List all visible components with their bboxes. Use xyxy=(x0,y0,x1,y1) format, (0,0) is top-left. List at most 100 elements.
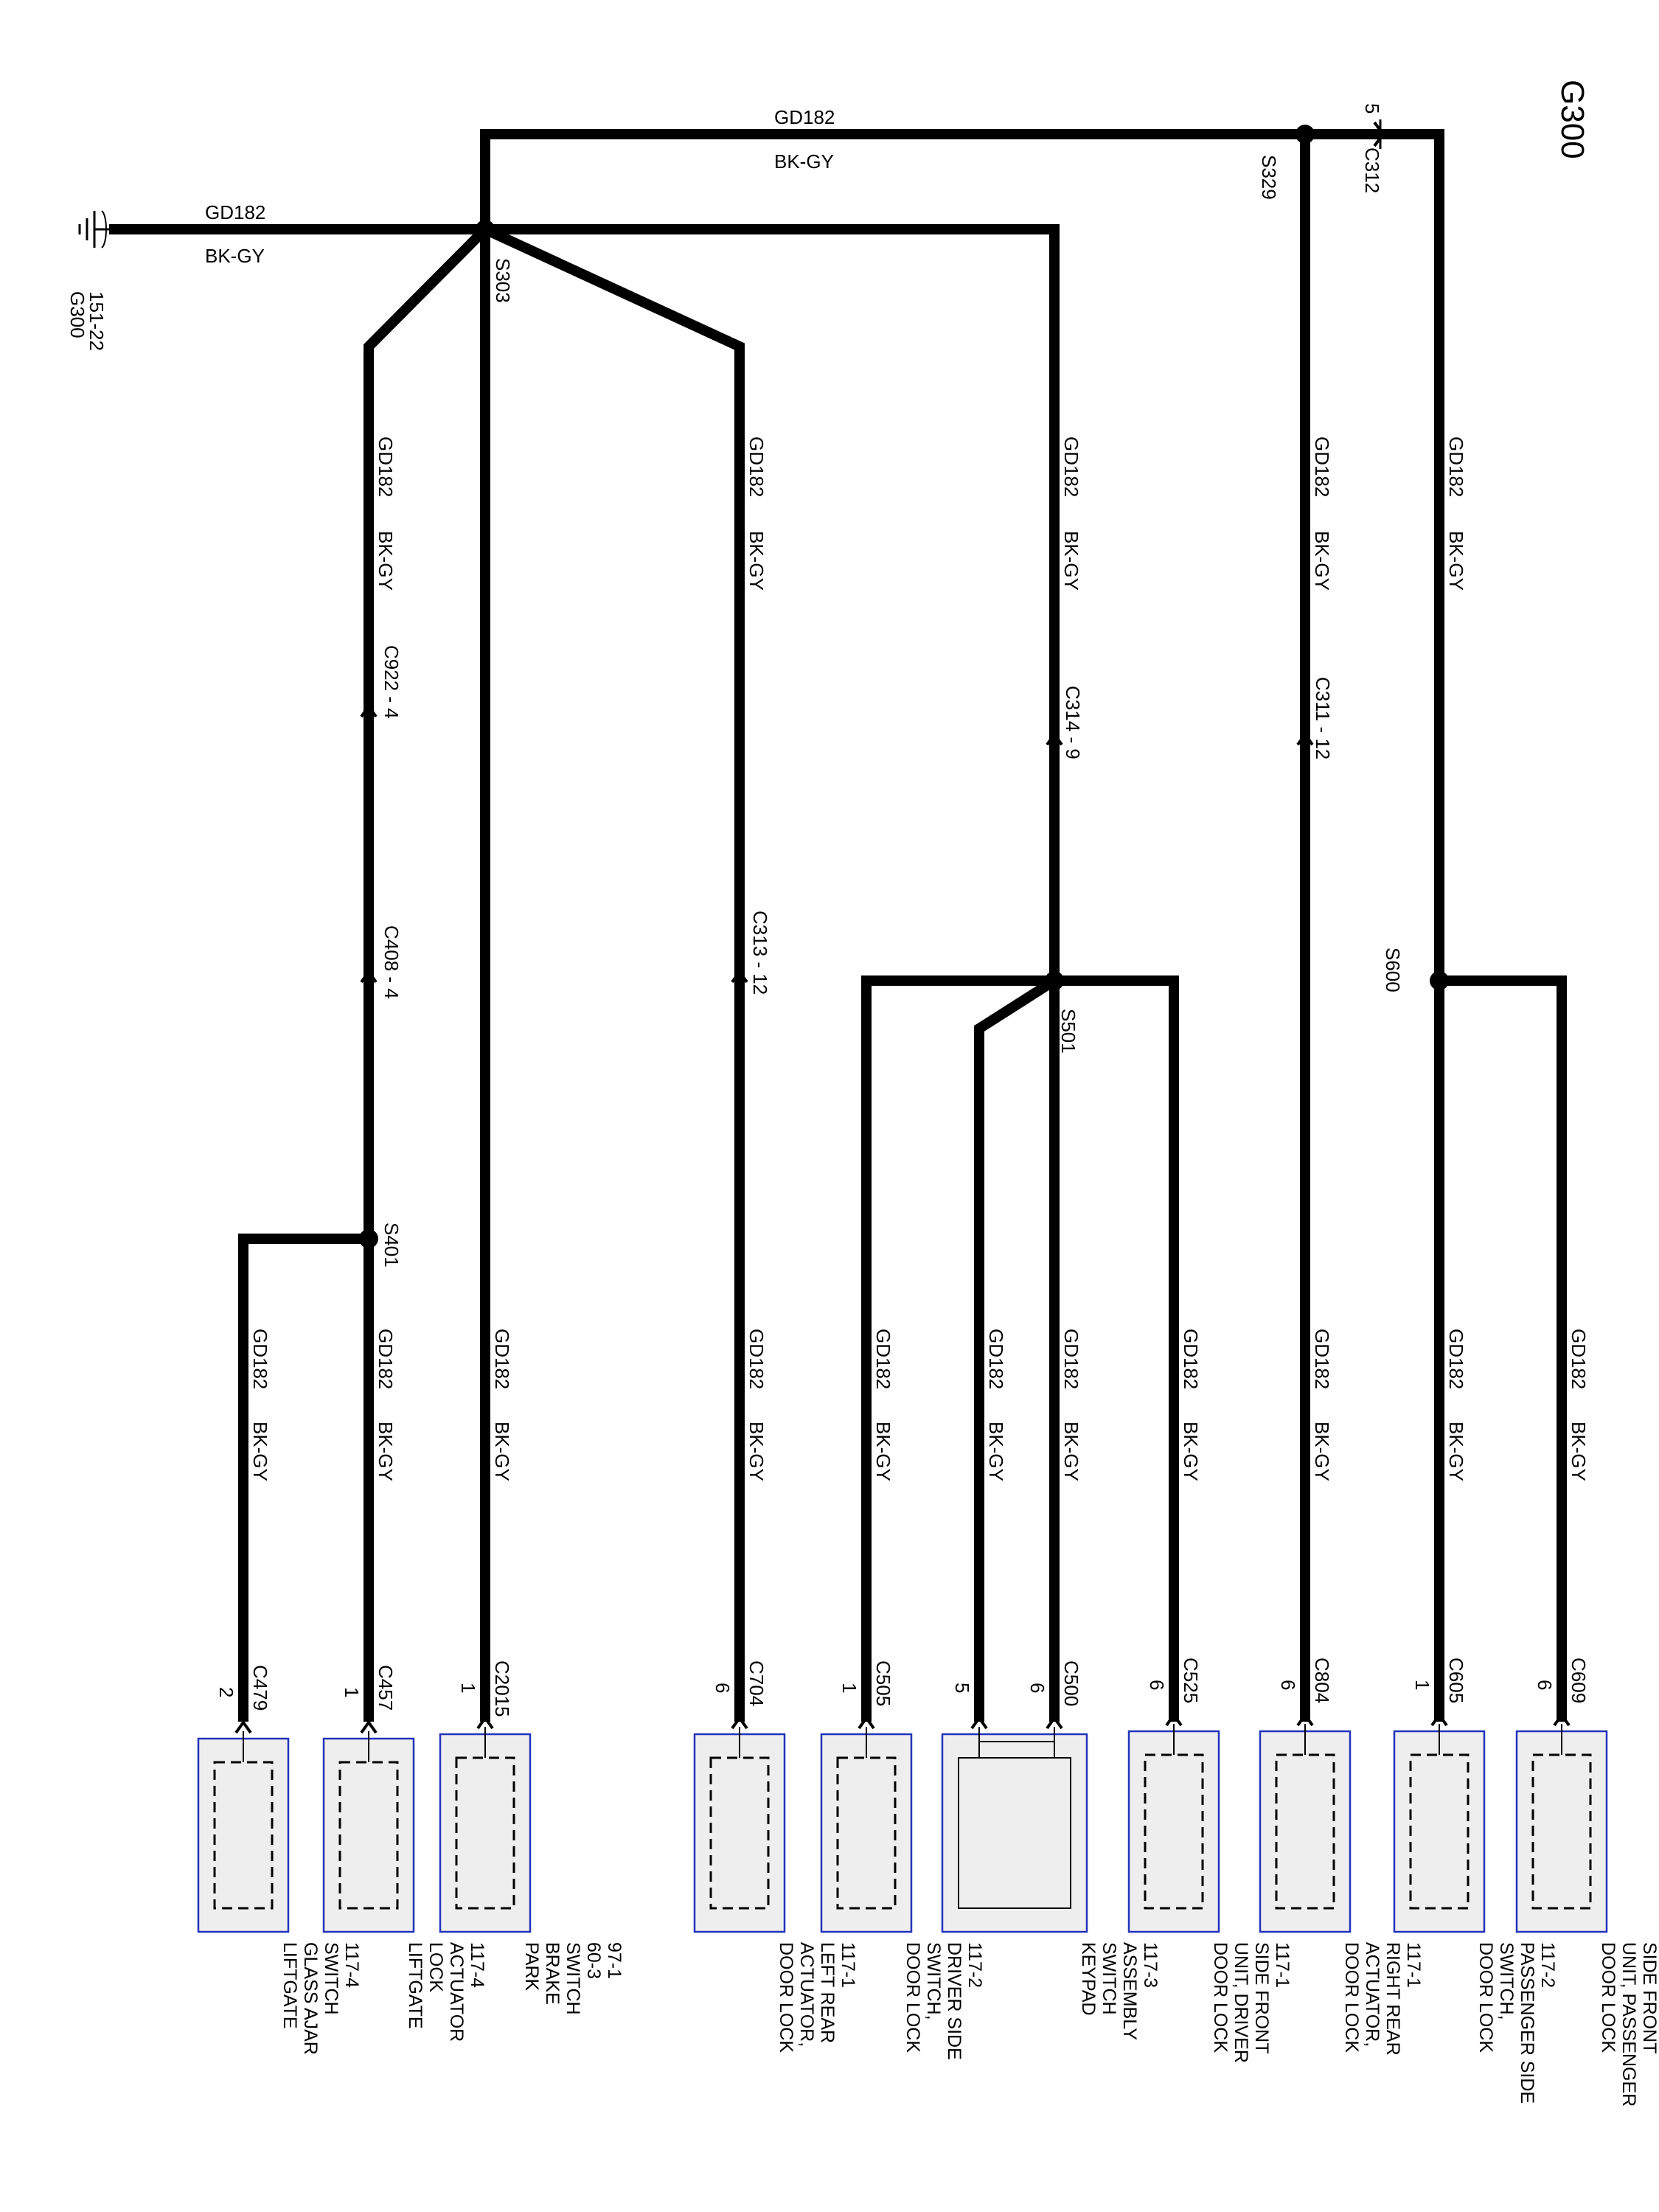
splice-s501-label: S501 xyxy=(1057,1009,1079,1054)
top-bus-color: BK-GY xyxy=(774,150,834,173)
component-inner xyxy=(836,1756,897,1910)
wire-circuit-label: GD182 xyxy=(1568,1329,1590,1389)
component-box xyxy=(1127,1730,1220,1933)
connector-c312-mark xyxy=(1373,119,1385,149)
pin-number: 5 xyxy=(951,1683,973,1693)
wire-color-label: BK-GY xyxy=(1445,531,1467,591)
wire-circuit-label: GD182 xyxy=(1311,437,1333,497)
component-inner xyxy=(338,1761,399,1910)
pin-number: 6 xyxy=(1026,1683,1048,1693)
component-box xyxy=(1393,1730,1486,1933)
connector-label: C479 xyxy=(249,1665,271,1711)
component-inner xyxy=(1409,1753,1470,1910)
inline-c314-label: C314 - 9 xyxy=(1062,686,1084,759)
component-pin-mark xyxy=(731,1715,748,1730)
component-inner xyxy=(1531,1753,1592,1910)
component-box xyxy=(820,1733,913,1933)
component-inner xyxy=(1275,1753,1335,1910)
inline-c314-mark xyxy=(1046,731,1063,746)
wire-color-label: BK-GY xyxy=(1311,531,1333,591)
wire-circuit-label: GD182 xyxy=(1445,1329,1467,1389)
component-box xyxy=(322,1737,415,1933)
component-pin-mark xyxy=(1553,1712,1571,1727)
component-pin-mark xyxy=(1165,1712,1183,1727)
wire-color-label: BK-GY xyxy=(1060,1422,1082,1481)
wire-color-label: BK-GY xyxy=(745,1422,768,1481)
component-box xyxy=(439,1733,532,1933)
component-name: PARKBRAKESWITCH60-397-1 xyxy=(521,1942,625,2015)
connector-label: C609 xyxy=(1568,1658,1590,1703)
inline-c408-label: C408 - 4 xyxy=(380,925,403,999)
component-pin-mark xyxy=(970,1715,988,1730)
splice-s303-label: S303 xyxy=(492,258,514,303)
ground-name: G300 xyxy=(66,291,88,338)
wire-circuit-label: GD182 xyxy=(1060,437,1082,497)
component-name: DOOR LOCKSWITCH,DRIVER SIDE117-2 xyxy=(902,1942,985,2060)
inline-c313-mark xyxy=(731,969,748,984)
connector-c312-label: C312 xyxy=(1361,147,1383,193)
component-inner xyxy=(958,1757,1071,1909)
wire-keypad-5 xyxy=(974,976,1057,1722)
wire-color-label: BK-GY xyxy=(1311,1422,1333,1481)
wire-color-label: BK-GY xyxy=(249,1422,271,1481)
connector-label: C500 xyxy=(1060,1660,1082,1706)
component-pin-mark xyxy=(1296,1712,1314,1727)
component-name: DOOR LOCKACTUATOR,LEFT REAR117-1 xyxy=(776,1942,858,2053)
connector-label: C605 xyxy=(1445,1658,1467,1703)
component-inner xyxy=(455,1756,515,1910)
wire-circuit-label: GD182 xyxy=(872,1329,894,1389)
component-name: LIFTGATEGLASS AJARSWITCH117-4 xyxy=(279,1942,362,2055)
ground-wire-color: BK-GY xyxy=(205,245,265,267)
wire-circuit-label: GD182 xyxy=(491,1329,513,1389)
component-name: LIFTGATELOCKACTUATOR117-4 xyxy=(405,1942,487,2042)
component-inner xyxy=(709,1756,770,1910)
wire-circuit-label: GD182 xyxy=(1311,1329,1333,1389)
inline-c922-mark xyxy=(360,703,378,718)
inline-c311-mark xyxy=(1296,731,1314,746)
inline-c313-label: C313 - 12 xyxy=(749,911,771,995)
wire-color-label: BK-GY xyxy=(985,1422,1007,1481)
pin-number: 2 xyxy=(215,1687,237,1697)
wire-circuit-label: GD182 xyxy=(1180,1329,1202,1389)
wires xyxy=(109,129,1567,1722)
wire-passenger-front xyxy=(1439,975,1567,1722)
component-pin-mark xyxy=(476,1715,494,1730)
component-pin-mark xyxy=(360,1719,378,1734)
component-box xyxy=(693,1733,786,1933)
component-pin-mark xyxy=(1430,1712,1448,1727)
inline-c922-label: C922 - 4 xyxy=(380,645,403,719)
connector-label: C457 xyxy=(375,1665,397,1711)
wire-circuit-label: GD182 xyxy=(375,1329,397,1389)
wire-circuit-label: GD182 xyxy=(985,1329,1007,1389)
pin-number: 1 xyxy=(341,1687,363,1697)
splice-s329-label: S329 xyxy=(1258,155,1280,200)
ground-symbol xyxy=(78,210,109,248)
inline-c408-mark xyxy=(360,969,378,984)
connector-c312-pin: 5 xyxy=(1361,103,1383,114)
connector-label: C2015 xyxy=(491,1660,513,1717)
pin-number: 1 xyxy=(457,1683,479,1693)
inline-c311-label: C311 - 12 xyxy=(1312,677,1334,759)
wire-s501-bus xyxy=(861,975,1179,1722)
component-box xyxy=(197,1737,290,1933)
wire-ground xyxy=(109,224,1060,981)
splice-s600-label: S600 xyxy=(1382,947,1404,992)
wire-circuit-label: GD182 xyxy=(745,1329,768,1389)
pin-number: 1 xyxy=(838,1683,860,1693)
connector-label: C525 xyxy=(1180,1658,1202,1703)
wire-color-label: BK-GY xyxy=(375,531,397,591)
splice-s401-label: S401 xyxy=(380,1222,403,1267)
component-box xyxy=(1515,1730,1608,1933)
component-name: DOOR LOCKACTUATOR,RIGHT REAR117-1 xyxy=(1341,1942,1424,2056)
wire-circuit-label: GD182 xyxy=(1060,1329,1082,1389)
component-name: DOOR LOCKUNIT, DRIVERSIDE FRONT117-1 xyxy=(1210,1942,1293,2063)
component-box xyxy=(1259,1730,1352,1933)
